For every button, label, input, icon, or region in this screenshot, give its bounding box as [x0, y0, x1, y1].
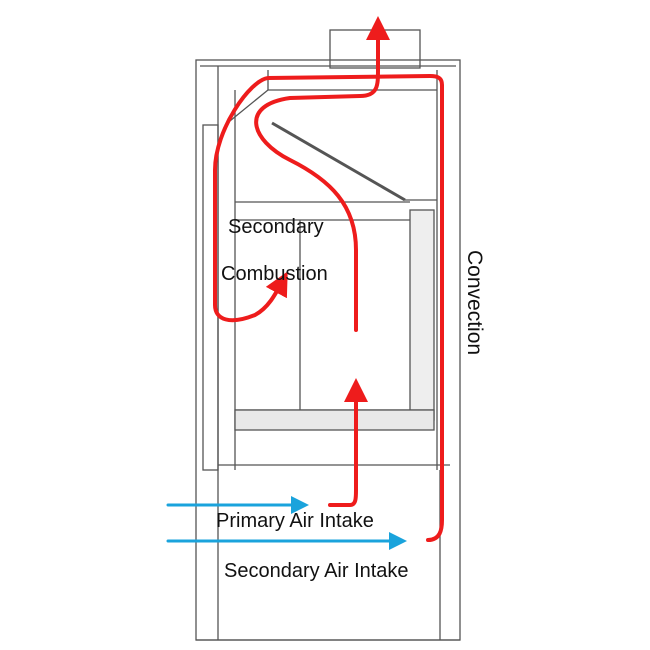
convection-label: Convection [463, 250, 486, 356]
primary-air-flow-path [328, 378, 368, 507]
convection-flow-path [213, 73, 444, 542]
smoke-flow-path [254, 16, 390, 332]
combustion-label: Combustion [221, 263, 328, 285]
secondary-air-intake-label: Secondary Air Intake [224, 560, 409, 582]
stove-outline [195, 29, 461, 641]
secondary-label: Secondary [228, 216, 324, 238]
primary-air-intake-label: Primary Air Intake [216, 510, 374, 532]
